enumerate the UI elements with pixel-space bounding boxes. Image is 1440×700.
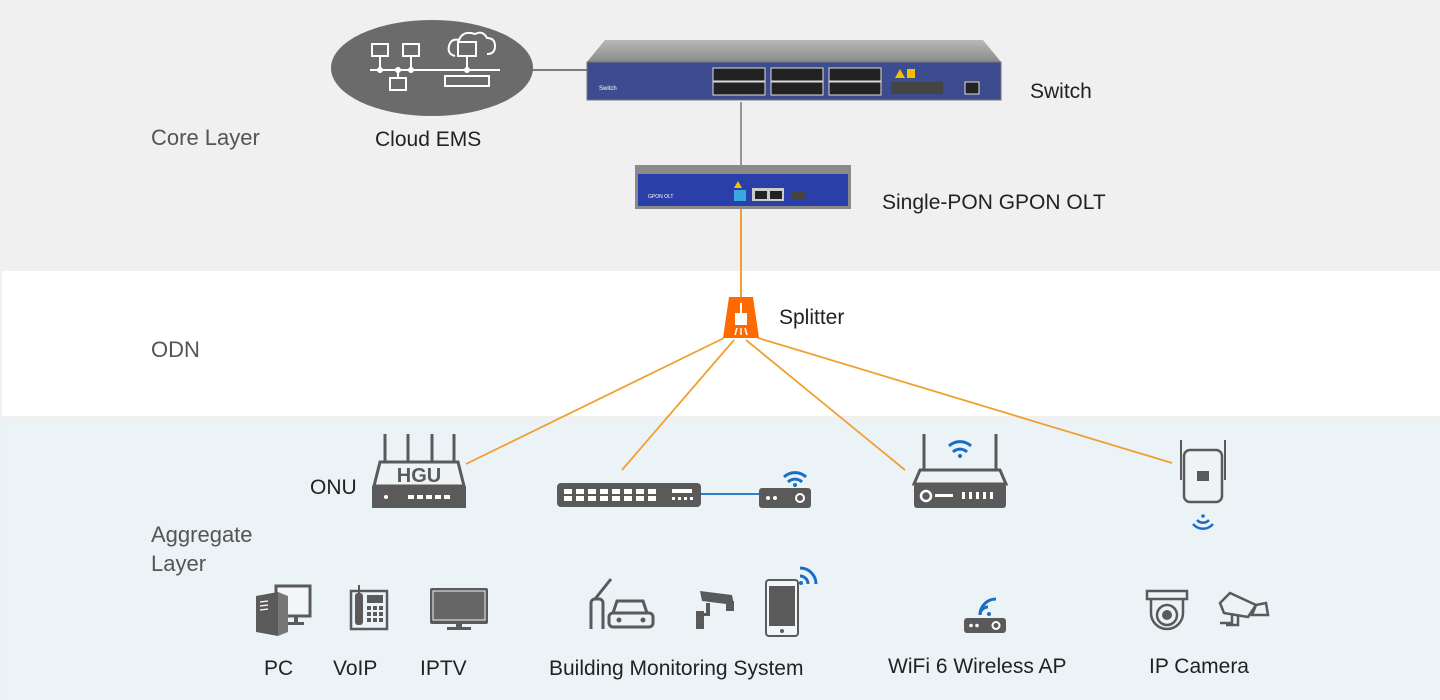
wall-extender-icon xyxy=(1180,440,1226,530)
aggregate-label-line2: Layer xyxy=(151,551,207,576)
access-switch-icon xyxy=(557,483,701,507)
switch-label: Switch xyxy=(1030,80,1092,103)
parking-barrier-car-icon xyxy=(589,578,655,629)
hgu-router-icon: HGU xyxy=(372,434,466,508)
tv-icon xyxy=(430,588,488,630)
endpoint-label-wifi-ap: WiFi 6 Wireless AP xyxy=(888,655,1067,678)
odn-label: ODN xyxy=(151,337,200,362)
fiber-to-extender xyxy=(757,337,1173,464)
small-ap-icon xyxy=(759,471,811,508)
voip-phone-icon xyxy=(349,585,389,631)
cctv-camera-icon xyxy=(696,591,734,629)
splitter-icon xyxy=(723,297,759,338)
olt-panel-text: GPON OLT xyxy=(648,194,673,200)
wireless-router-icon xyxy=(912,434,1008,508)
endpoint-label-pc: PC xyxy=(264,657,294,680)
switch-panel-text: Switch xyxy=(599,86,617,92)
endpoint-label-ip-camera: IP Camera xyxy=(1149,655,1249,678)
olt-device-icon: GPON OLT xyxy=(635,165,851,209)
pc-icon xyxy=(256,584,312,636)
smartphone-icon xyxy=(765,566,818,637)
wireless-ap-icon xyxy=(964,597,1006,633)
endpoint-label-voip: VoIP xyxy=(333,657,378,680)
onu-label: ONU xyxy=(310,476,357,499)
cloud-ems-icon xyxy=(331,20,533,116)
switch-device-icon: Switch xyxy=(586,40,1002,101)
odn-band xyxy=(2,271,1440,416)
bullet-camera-icon xyxy=(1218,591,1270,627)
dome-camera-icon xyxy=(1145,589,1189,631)
aggregate-layer-label: Aggregate Layer xyxy=(151,520,253,578)
endpoint-label-iptv: IPTV xyxy=(420,657,467,680)
hgu-badge: HGU xyxy=(397,465,441,487)
core-layer-label: Core Layer xyxy=(151,125,260,150)
olt-label: Single-PON GPON OLT xyxy=(882,191,1106,214)
splitter-label: Splitter xyxy=(779,306,845,329)
fiber-to-switch xyxy=(621,339,735,471)
cloud-ems-label: Cloud EMS xyxy=(375,128,482,151)
aggregate-label-line1: Aggregate xyxy=(151,522,253,547)
fiber-to-onu xyxy=(465,337,725,465)
fiber-to-router xyxy=(745,339,906,471)
endpoint-label-building-monitoring: Building Monitoring System xyxy=(549,657,804,680)
